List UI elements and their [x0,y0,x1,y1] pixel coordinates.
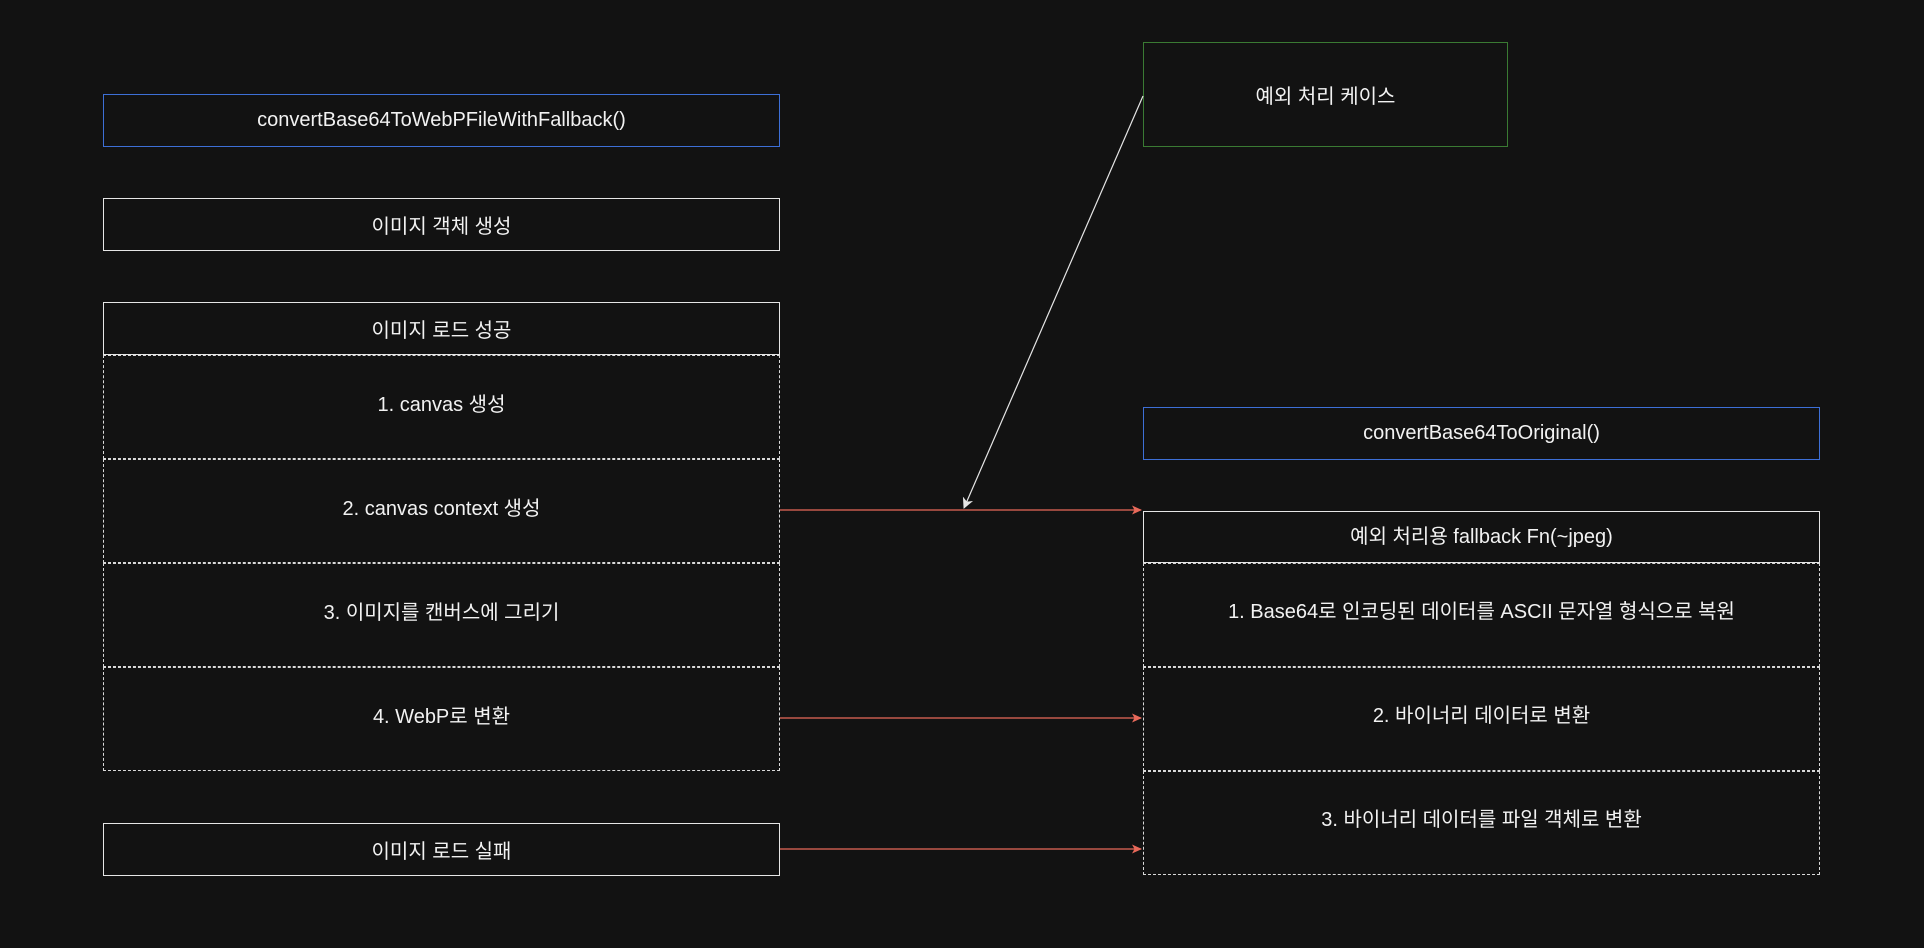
arrow-exception-to-step2-link [962,95,1144,509]
function-box-webp-fallback-label: convertBase64ToWebPFileWithFallback() [257,109,626,131]
success-step-3-box: 3. 이미지를 캔버스에 그리기 [103,563,780,667]
fallback-step-1-label: 1. Base64로 인코딩된 데이터를 ASCII 문자열 형식으로 복원 [1228,600,1735,623]
image-load-fail-label: 이미지 로드 실패 [371,841,512,863]
fallback-step-1-box: 1. Base64로 인코딩된 데이터를 ASCII 문자열 형식으로 복원 [1143,563,1820,667]
success-step-1-label: 1. canvas 생성 [377,393,506,416]
success-step-1-box: 1. canvas 생성 [103,355,780,459]
function-box-original: convertBase64ToOriginal() [1143,407,1820,460]
create-image-label: 이미지 객체 생성 [371,216,512,238]
image-load-success-label: 이미지 로드 성공 [371,320,512,342]
exception-case-label: 예외 처리 케이스 [1255,86,1396,108]
fallback-step-2-label: 2. 바이너리 데이터로 변환 [1372,704,1591,727]
fallback-step-3-box: 3. 바이너리 데이터를 파일 객체로 변환 [1143,771,1820,875]
function-box-original-label: convertBase64ToOriginal() [1363,422,1600,444]
success-step-3-label: 3. 이미지를 캔버스에 그리기 [323,601,560,624]
image-load-fail-box: 이미지 로드 실패 [103,823,780,876]
function-box-webp-fallback: convertBase64ToWebPFileWithFallback() [103,94,780,147]
image-load-success-box: 이미지 로드 성공 [103,302,780,355]
fallback-function-box: 예외 처리용 fallback Fn(~jpeg) [1143,511,1820,563]
success-step-2-box: 2. canvas context 생성 [103,459,780,563]
exception-case-box: 예외 처리 케이스 [1143,42,1508,147]
create-image-box: 이미지 객체 생성 [103,198,780,251]
success-step-4-label: 4. WebP로 변환 [372,705,511,728]
fallback-step-2-box: 2. 바이너리 데이터로 변환 [1143,667,1820,771]
success-step-4-box: 4. WebP로 변환 [103,667,780,771]
fallback-step-3-label: 3. 바이너리 데이터를 파일 객체로 변환 [1321,808,1642,831]
success-step-2-label: 2. canvas context 생성 [342,497,541,520]
fallback-function-label: 예외 처리용 fallback Fn(~jpeg) [1350,525,1613,548]
